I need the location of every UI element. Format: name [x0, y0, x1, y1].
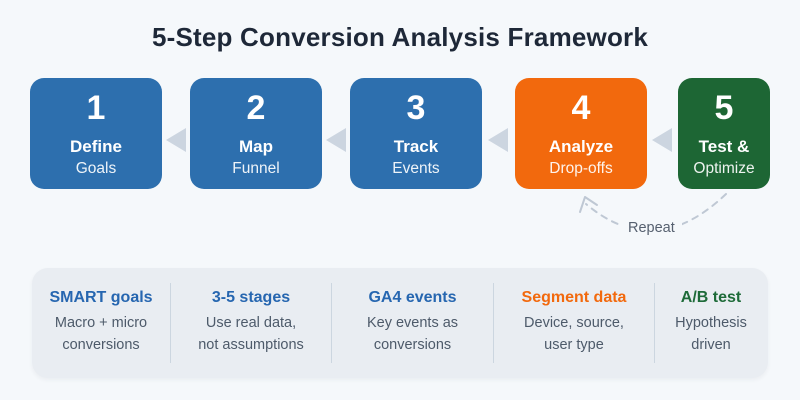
arrow-left-icon	[166, 128, 186, 152]
page-title: 5-Step Conversion Analysis Framework	[151, 22, 649, 52]
step-number: 5	[714, 89, 734, 127]
note-heading: Segment data	[521, 289, 627, 306]
step-label: Track	[393, 137, 439, 156]
note-line: not assumptions	[198, 337, 304, 353]
note-line: conversions	[373, 337, 452, 353]
note-heading: SMART goals	[49, 289, 153, 306]
note-heading: 3-5 stages	[211, 289, 291, 306]
note-line: user type	[544, 337, 604, 353]
step-sublabel: Events	[392, 160, 440, 177]
step-box-map: 2 Map Funnel	[190, 78, 322, 189]
step-number: 2	[246, 89, 266, 127]
note-heading: GA4 events	[368, 289, 457, 306]
step-sublabel: Optimize	[693, 160, 755, 177]
divider	[654, 283, 655, 363]
note-line: Macro + micro	[54, 315, 148, 331]
step-box-analyze: 4 Analyze Drop-offs	[515, 78, 647, 189]
step-label: Test &	[698, 137, 750, 156]
arrow-left-icon	[326, 128, 346, 152]
step-number: 3	[406, 89, 426, 127]
step-label: Define	[70, 137, 122, 156]
divider	[493, 283, 494, 363]
step-box-track: 3 Track Events	[350, 78, 482, 189]
note-ab-test: A/B test Hypothesis driven	[655, 268, 767, 378]
step-sublabel: Funnel	[232, 160, 280, 177]
note-line: Device, source,	[524, 315, 624, 331]
repeat-label: Repeat	[621, 220, 682, 236]
step-sublabel: Goals	[75, 160, 117, 177]
divider	[331, 283, 332, 363]
notes-panel: SMART goals Macro + micro conversions 3-…	[32, 268, 768, 378]
note-line: Hypothesis	[675, 315, 747, 331]
note-line: conversions	[62, 337, 140, 353]
divider	[170, 283, 171, 363]
step-sublabel: Drop-offs	[549, 160, 613, 177]
step-number: 1	[86, 89, 106, 127]
note-segment-data: Segment data Device, source, user type	[494, 268, 654, 378]
note-line: driven	[691, 337, 731, 353]
note-heading: A/B test	[680, 289, 742, 306]
note-line: Use real data,	[205, 315, 297, 331]
step-box-test: 5 Test & Optimize	[678, 78, 770, 189]
step-box-define: 1 Define Goals	[30, 78, 162, 189]
note-ga4-events: GA4 events Key events as conversions	[332, 268, 493, 378]
note-stages: 3-5 stages Use real data, not assumption…	[171, 268, 331, 378]
arrow-left-icon	[652, 128, 672, 152]
arrowhead-icon	[579, 196, 598, 213]
note-line: Key events as	[366, 315, 459, 331]
step-label: Analyze	[548, 137, 614, 156]
arrow-left-icon	[488, 128, 508, 152]
note-smart-goals: SMART goals Macro + micro conversions	[32, 268, 170, 378]
step-label: Map	[239, 137, 273, 156]
step-number: 4	[571, 89, 591, 127]
